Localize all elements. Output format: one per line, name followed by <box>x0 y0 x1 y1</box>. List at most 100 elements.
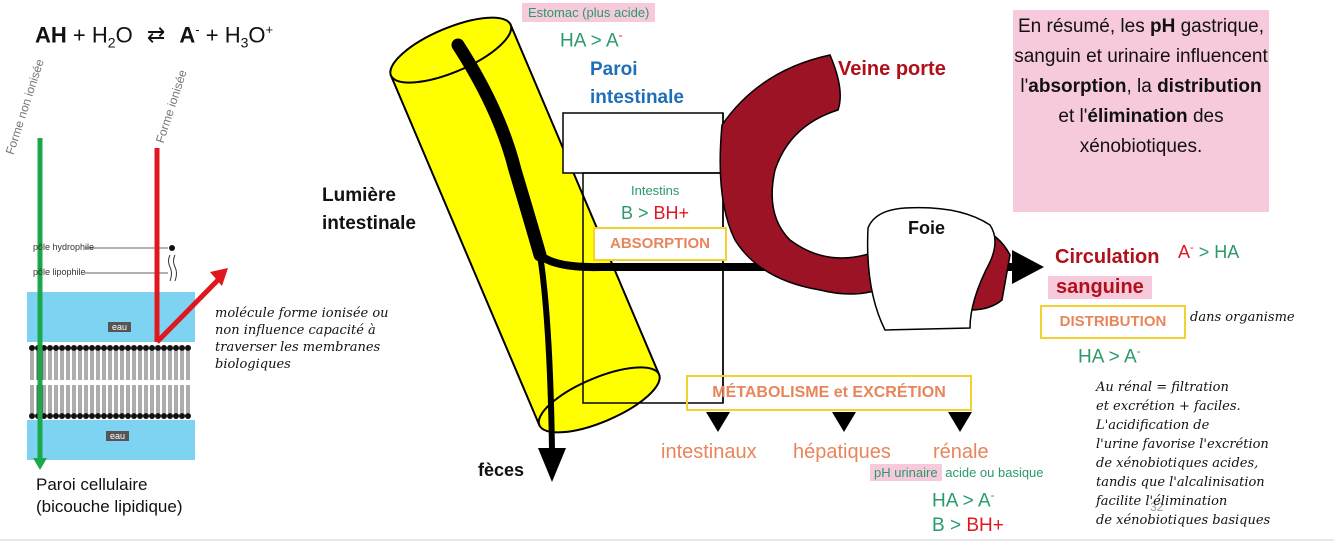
lipid-head <box>143 345 149 351</box>
handnote-renal-6: tandis que l'alcalinisation <box>1096 475 1265 490</box>
estomac-label: Estomac (plus acide) <box>522 3 656 22</box>
intestins-relation-bh: BH+ <box>653 203 690 223</box>
lipid-head <box>155 345 161 351</box>
lipid-tail <box>174 385 178 413</box>
excretion-arrow-3 <box>948 412 972 432</box>
lipid-head <box>77 413 83 419</box>
ph-relation-1: HA > A- <box>932 488 995 512</box>
green-arrow-head <box>33 458 47 470</box>
ph-urinaire-rest: acide ou basique <box>945 465 1044 480</box>
lumiere-line-1: Lumière <box>322 185 396 206</box>
equation-minus: - <box>195 22 200 37</box>
lipid-tail <box>150 385 154 413</box>
lipid-head <box>137 345 143 351</box>
summary-b2: absorption <box>1028 76 1127 97</box>
lipid-tail <box>96 351 100 380</box>
lipid-head <box>113 345 119 351</box>
estomac-relation: HA > A- <box>560 28 623 52</box>
foie-shape <box>866 206 996 331</box>
lipid-head <box>167 413 173 419</box>
intestins-label: Intestins <box>631 183 680 198</box>
lipid-tail <box>84 351 88 380</box>
handnote-renal-4: l'urine favorise l'excrétion <box>1096 437 1269 452</box>
organ-renale: rénale <box>933 441 989 463</box>
circulation-label-1: Circulation <box>1055 246 1160 268</box>
lipid-tail <box>102 351 106 380</box>
lipid-head <box>173 413 179 419</box>
equation-product: A <box>179 22 196 48</box>
lipid-tail <box>78 351 82 380</box>
red-arrow-up <box>155 278 220 344</box>
lipid-head <box>59 413 65 419</box>
lipid-tail <box>54 351 58 380</box>
ph-relation-2-right: BH+ <box>966 515 1004 536</box>
equation-o1: O <box>115 22 133 48</box>
lipid-tail <box>120 385 124 413</box>
lipid-tail <box>168 385 172 413</box>
lipid-tail <box>48 351 52 380</box>
lipophile-tails <box>168 254 177 282</box>
lipid-tail <box>138 385 142 413</box>
lipid-head <box>137 413 143 419</box>
lumiere-line-2: intestinale <box>322 213 416 234</box>
lipid-head <box>59 345 65 351</box>
lipid-tail <box>180 385 184 413</box>
lipid-tail <box>156 351 160 380</box>
organ-hepatiques: hépatiques <box>793 441 891 463</box>
lipid-head <box>155 413 161 419</box>
summary-b4: élimination <box>1087 106 1188 127</box>
lipid-tail <box>90 351 94 380</box>
lipid-tail <box>168 351 172 380</box>
lipid-head <box>125 345 131 351</box>
lipid-head <box>179 413 185 419</box>
lipid-tail <box>48 385 52 413</box>
lipid-head <box>167 345 173 351</box>
equation-plus-charge: + <box>265 22 274 37</box>
paroi-box-top <box>562 112 724 174</box>
lipid-tail <box>162 385 166 413</box>
summary-b1: pH <box>1149 16 1176 37</box>
lipid-head <box>47 413 53 419</box>
lipid-head <box>149 413 155 419</box>
lipid-head <box>29 345 35 351</box>
hydrophile-head <box>169 245 175 251</box>
ph-relation-2-left: B > <box>932 515 967 536</box>
lipid-tail <box>144 385 148 413</box>
lipid-head <box>53 413 59 419</box>
ph-urinaire: pH urinaire acide ou basique <box>870 464 1044 481</box>
summary-t2: gastrique, sanguin et urinaire influence… <box>1014 16 1268 97</box>
lipid-head <box>95 413 101 419</box>
lipid-tail <box>60 351 64 380</box>
lipid-tail <box>42 351 46 380</box>
flow-path-feces <box>537 254 555 451</box>
lipid-tail <box>84 385 88 413</box>
equation-sub2: 3 <box>240 34 249 51</box>
excretion-arrow-1 <box>706 412 730 432</box>
paroi-intestinale-label: Paroi intestinale <box>590 56 684 112</box>
lipid-head <box>119 345 125 351</box>
lipid-tail <box>66 385 70 413</box>
lipid-tail <box>114 351 118 380</box>
ph-relation-2: B > BH+ <box>932 515 1004 537</box>
membrane-caption-2: (bicouche lipidique) <box>36 497 183 516</box>
lipid-head <box>107 413 113 419</box>
eau-top-label: eau <box>108 322 132 332</box>
membrane-caption: Paroi cellulaire (bicouche lipidique) <box>36 474 182 518</box>
blood-arrow-head <box>1012 250 1044 284</box>
lipid-tail <box>156 385 160 413</box>
feces-label: fèces <box>478 460 525 480</box>
lipid-tail <box>54 385 58 413</box>
equilibrium-arrows: ⇄ <box>146 22 166 48</box>
veine-porte-label: Veine porte <box>838 58 946 80</box>
flow-path-blood <box>537 251 1015 272</box>
lipid-tail <box>180 351 184 380</box>
lipid-tail <box>42 385 46 413</box>
lumiere-intestinale-label: Lumière intestinale <box>322 182 416 238</box>
handnote-molecule-3: traverser les membranes <box>215 340 381 355</box>
lipid-tail <box>108 351 112 380</box>
summary-t1: En résumé, les <box>1017 16 1150 37</box>
handnote-renal-1: Au rénal = filtration <box>1096 380 1229 395</box>
lipid-tail <box>150 351 154 380</box>
lipid-head <box>119 413 125 419</box>
